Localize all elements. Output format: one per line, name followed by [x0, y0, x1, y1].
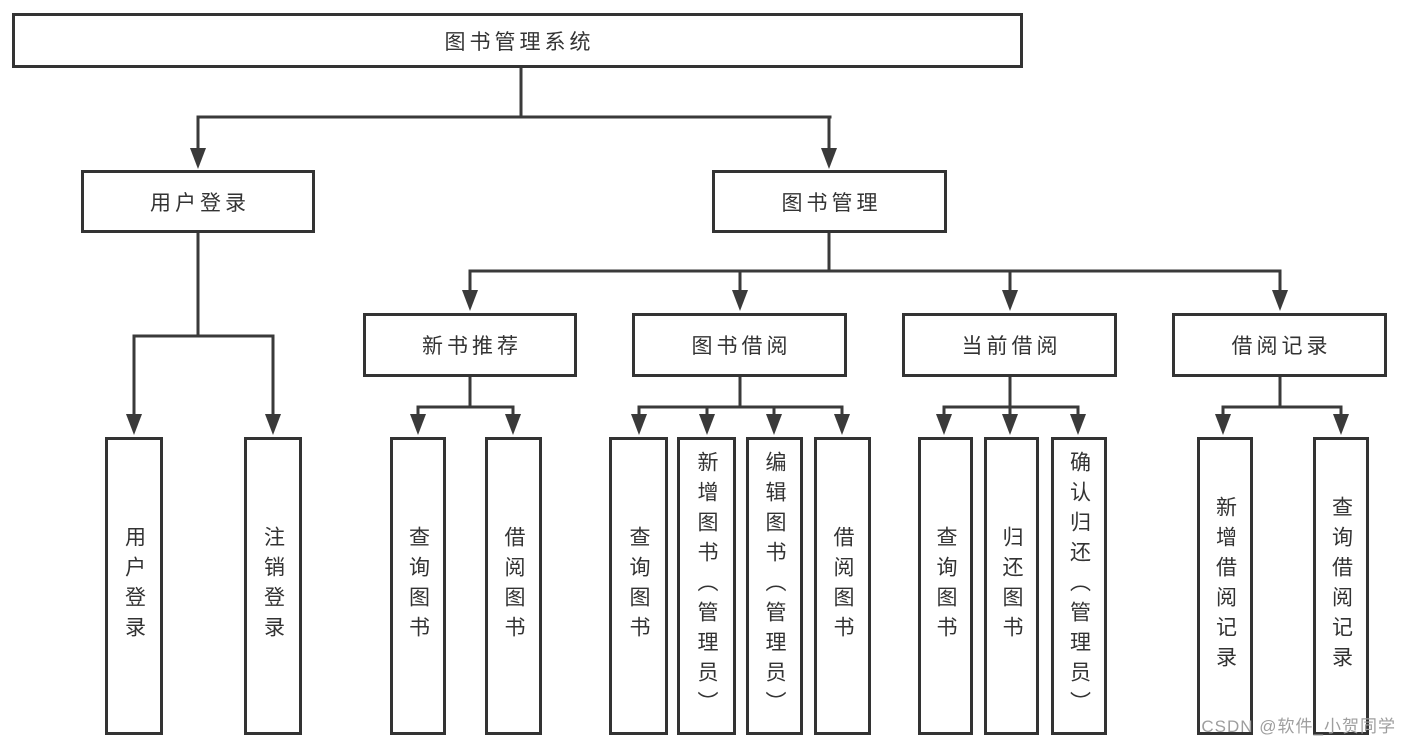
arrowhead-icon — [126, 414, 142, 435]
node-label: 查询图书 — [934, 526, 958, 646]
arrowhead-icon — [462, 290, 478, 311]
arrowhead-icon — [699, 414, 715, 435]
leaf-query-books-current: 查询图书 — [918, 437, 973, 735]
watermark: CSDN @软件_小贺同学 — [1201, 717, 1396, 736]
node-label: 确认归还（管理员） — [1067, 451, 1091, 721]
arrowhead-icon — [766, 414, 782, 435]
arrowhead-icon — [190, 148, 206, 169]
node-book-borrow: 图书借阅 — [632, 313, 847, 377]
leaf-borrow-books-recommend: 借阅图书 — [485, 437, 542, 735]
arrowhead-icon — [505, 414, 521, 435]
node-label: 图书借阅 — [691, 335, 792, 358]
leaf-edit-books-admin: 编辑图书（管理员） — [746, 437, 803, 735]
node-label: 查询借阅记录 — [1329, 496, 1353, 676]
node-label: 归还图书 — [1000, 526, 1024, 646]
arrowhead-icon — [1070, 414, 1086, 435]
node-borrow-record: 借阅记录 — [1172, 313, 1387, 377]
leaf-add-books-admin: 新增图书（管理员） — [677, 437, 736, 735]
arrowhead-icon — [410, 414, 426, 435]
node-label: 借阅图书 — [502, 526, 526, 646]
leaf-borrow-books: 借阅图书 — [814, 437, 871, 735]
leaf-return-books: 归还图书 — [984, 437, 1039, 735]
arrowhead-icon — [834, 414, 850, 435]
node-label: 查询图书 — [627, 526, 651, 646]
leaf-logout: 注销登录 — [244, 437, 302, 735]
node-label: 借阅图书 — [831, 526, 855, 646]
arrowhead-icon — [1333, 414, 1349, 435]
arrowhead-icon — [1272, 290, 1288, 311]
node-label: 用户登录 — [150, 191, 250, 215]
leaf-query-books-borrow: 查询图书 — [609, 437, 668, 735]
leaf-query-borrow-record: 查询借阅记录 — [1313, 437, 1369, 735]
arrowhead-icon — [936, 414, 952, 435]
leaf-confirm-return-admin: 确认归还（管理员） — [1051, 437, 1107, 735]
node-label: 编辑图书（管理员） — [763, 451, 787, 721]
arrowhead-icon — [1215, 414, 1231, 435]
node-label: 注销登录 — [261, 526, 285, 646]
leaf-query-books-recommend: 查询图书 — [390, 437, 446, 735]
arrowhead-icon — [631, 414, 647, 435]
node-current-borrow: 当前借阅 — [902, 313, 1117, 377]
node-label: 新增借阅记录 — [1213, 496, 1237, 676]
node-label: 查询图书 — [406, 526, 430, 646]
node-label: 图书管理系统 — [444, 30, 595, 54]
leaf-add-borrow-record: 新增借阅记录 — [1197, 437, 1253, 735]
arrowhead-icon — [1002, 414, 1018, 435]
node-label: 新增图书（管理员） — [695, 451, 719, 721]
node-user-login: 用户登录 — [81, 170, 315, 233]
node-label: 借阅记录 — [1231, 335, 1332, 358]
arrowhead-icon — [1002, 290, 1018, 311]
node-book-management: 图书管理 — [712, 170, 947, 233]
node-label: 当前借阅 — [961, 335, 1062, 358]
node-label: 图书管理 — [781, 191, 882, 215]
node-library-system: 图书管理系统 — [12, 13, 1023, 68]
node-new-book-recommend: 新书推荐 — [363, 313, 577, 377]
arrowhead-icon — [732, 290, 748, 311]
node-label: 新书推荐 — [422, 335, 522, 358]
arrowhead-icon — [265, 414, 281, 435]
arrowhead-icon — [821, 148, 837, 169]
leaf-user-login: 用户登录 — [105, 437, 163, 735]
node-label: 用户登录 — [122, 526, 146, 646]
